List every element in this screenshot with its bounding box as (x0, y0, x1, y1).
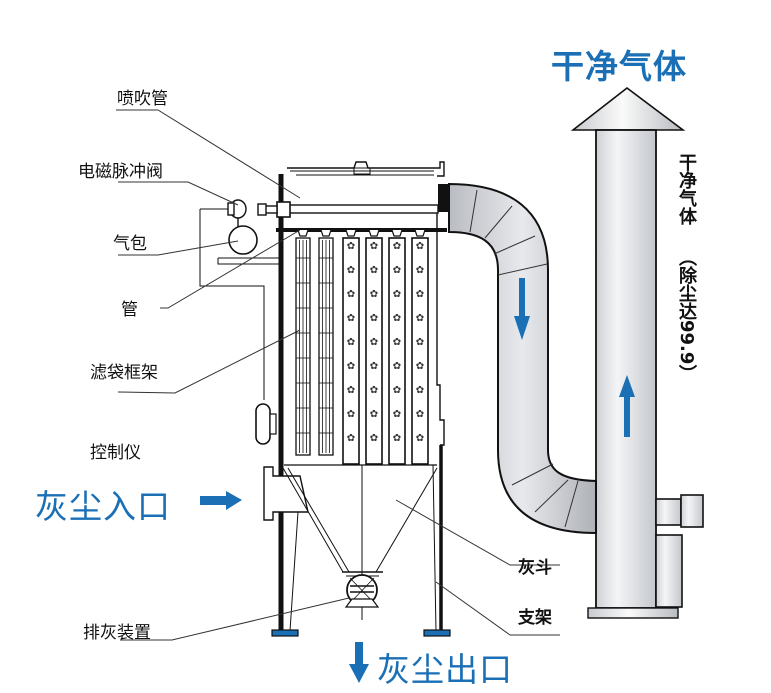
stack-pipe (595, 129, 657, 609)
svg-text:✿: ✿ (393, 385, 401, 396)
svg-text:✿: ✿ (416, 361, 424, 372)
connecting-duct (438, 182, 597, 535)
stack-cap (570, 86, 686, 131)
svg-text:✿: ✿ (393, 361, 401, 372)
label-dust-outlet: 灰尘出口 (377, 650, 513, 689)
filter-bags: ✿ ✿ ✿ ✿ ✿ ✿ ✿ ✿ ✿ ✿ ✿ ✿ ✿ ✿ ✿ ✿ ✿ ✿ ✿ ✿ ✿ ✿ ✿ ✿ ✿ ✿ ✿ ✿ ✿ ✿ ✿ ✿ ✿ ✿ ✿ ✿ (342, 229, 429, 465)
svg-text:✿: ✿ (393, 241, 401, 252)
collector-body (199, 161, 451, 637)
filter-bag: ✿ ✿ ✿ ✿ ✿ ✿ ✿ ✿ ✿ (365, 229, 383, 465)
svg-text:✿: ✿ (370, 313, 378, 324)
svg-text:✿: ✿ (370, 409, 378, 420)
svg-text:✿: ✿ (416, 385, 424, 396)
svg-text:✿: ✿ (370, 385, 378, 396)
label-pipe: 管 (121, 300, 138, 320)
svg-text:✿: ✿ (416, 313, 424, 324)
bag-frame (318, 229, 334, 456)
svg-text:✿: ✿ (347, 361, 355, 372)
stack-lower-side (655, 534, 683, 608)
down-flow-arrow (514, 278, 530, 340)
bag-frames (295, 229, 334, 456)
svg-text:✿: ✿ (416, 289, 424, 300)
svg-text:✿: ✿ (347, 433, 355, 444)
filter-bag: ✿ ✿ ✿ ✿ ✿ ✿ ✿ ✿ ✿ (342, 229, 360, 465)
svg-text:✿: ✿ (347, 265, 355, 276)
svg-text:✿: ✿ (393, 313, 401, 324)
label-blow-pipe: 喷吹管 (117, 89, 168, 109)
inlet-arrow-icon (200, 491, 242, 510)
label-bag-frame: 滤袋框架 (90, 363, 158, 383)
vertical-label-clean-gas: 干净气体 (676, 153, 697, 225)
label-discharge-device: 排灰装置 (83, 623, 151, 643)
svg-text:✿: ✿ (347, 409, 355, 420)
svg-text:✿: ✿ (393, 265, 401, 276)
up-flow-arrow (619, 375, 635, 437)
filter-bag: ✿ ✿ ✿ ✿ ✿ ✿ ✿ ✿ ✿ (411, 229, 429, 465)
label-controller: 控制仪 (90, 443, 141, 463)
outlet-arrow-icon (349, 642, 369, 683)
exhaust-stack (570, 86, 704, 619)
svg-text:✿: ✿ (393, 433, 401, 444)
svg-text:✿: ✿ (416, 241, 424, 252)
svg-text:✿: ✿ (370, 265, 378, 276)
svg-text:✿: ✿ (393, 337, 401, 348)
svg-text:✿: ✿ (393, 289, 401, 300)
stack-base (587, 607, 679, 619)
svg-text:✿: ✿ (416, 409, 424, 420)
label-ash-hopper: 灰斗 (518, 558, 552, 578)
filter-bag: ✿ ✿ ✿ ✿ ✿ ✿ ✿ ✿ ✿ (388, 229, 406, 465)
svg-text:✿: ✿ (347, 313, 355, 324)
fan-motor (680, 494, 704, 528)
svg-text:✿: ✿ (393, 409, 401, 420)
svg-text:✿: ✿ (347, 289, 355, 300)
bag-frame (295, 229, 311, 456)
fan-connector (655, 498, 682, 526)
leader-lines (116, 109, 560, 641)
svg-text:✿: ✿ (416, 337, 424, 348)
svg-text:✿: ✿ (370, 289, 378, 300)
svg-text:✿: ✿ (347, 385, 355, 396)
label-pulse-valve: 电磁脉冲阀 (78, 162, 163, 182)
svg-text:✿: ✿ (416, 433, 424, 444)
label-dust-inlet: 灰尘入口 (35, 487, 171, 526)
vertical-label-efficiency: （除尘达99.9） (676, 248, 697, 383)
svg-text:✿: ✿ (347, 337, 355, 348)
label-support: 支架 (518, 608, 552, 628)
svg-text:✿: ✿ (370, 433, 378, 444)
svg-text:✿: ✿ (370, 337, 378, 348)
svg-text:✿: ✿ (370, 361, 378, 372)
svg-text:✿: ✿ (347, 241, 355, 252)
svg-text:✿: ✿ (416, 265, 424, 276)
label-air-bag: 气包 (113, 234, 147, 254)
clean-gas-title: 干净气体 (551, 47, 687, 86)
svg-text:✿: ✿ (370, 241, 378, 252)
